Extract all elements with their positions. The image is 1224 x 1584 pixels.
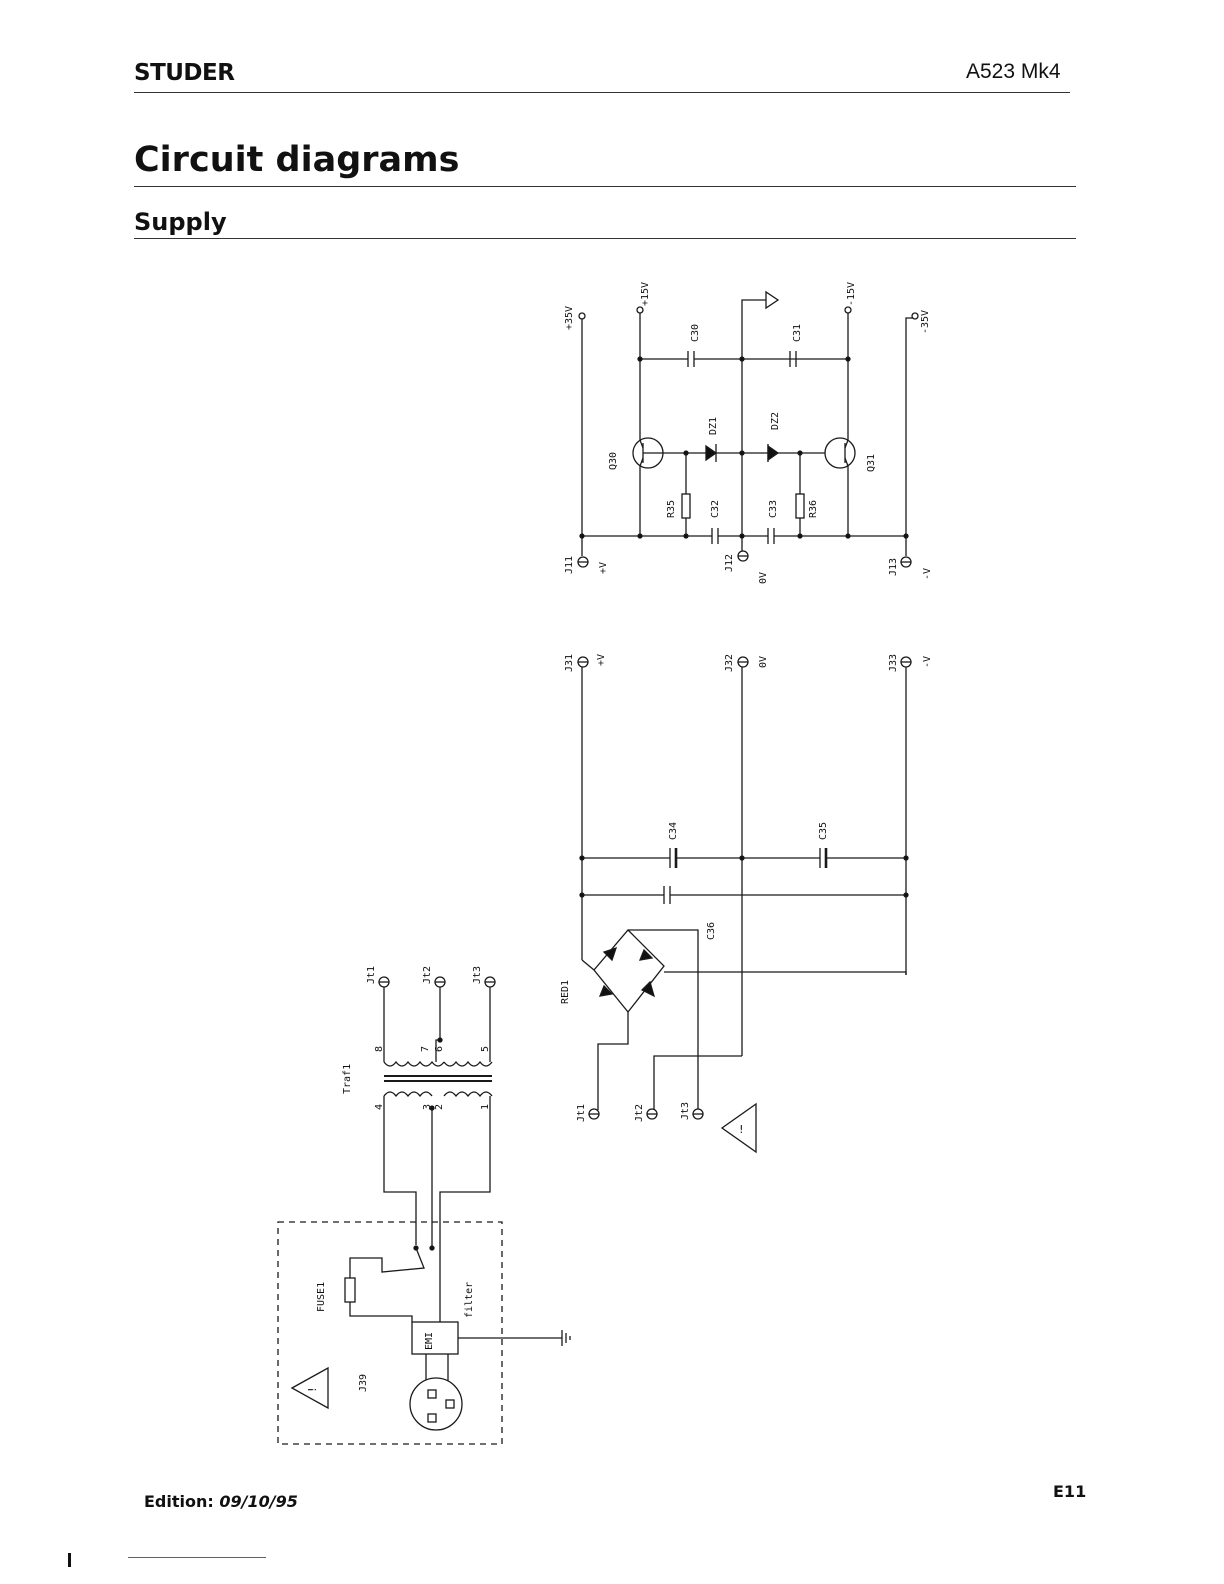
label-dz1: DZ1 xyxy=(708,417,719,435)
warning-icon-mains: ! xyxy=(306,1386,319,1393)
label-jt3-sec: Jt3 xyxy=(472,966,483,984)
label-jt2-in: Jt2 xyxy=(634,1104,645,1122)
footer-link-line xyxy=(128,1557,266,1558)
label-q31: Q31 xyxy=(866,454,877,472)
pin-3: 3 xyxy=(422,1104,433,1110)
label-r36: R36 xyxy=(808,500,819,518)
label-m15: -15V xyxy=(846,282,857,306)
label-j11-pv: +V xyxy=(598,562,609,574)
label-r35: R35 xyxy=(666,500,677,518)
pin-7: 7 xyxy=(420,1046,431,1052)
label-m35: -35V xyxy=(920,310,931,334)
label-q30: Q30 xyxy=(608,452,619,470)
label-emi: EMI xyxy=(424,1332,435,1350)
pin-5: 5 xyxy=(480,1046,491,1052)
label-filter: filter xyxy=(464,1282,475,1318)
label-jt3-in: Jt3 xyxy=(680,1102,691,1120)
edition-label: Edition: xyxy=(144,1492,214,1511)
label-j31-pv: +V xyxy=(596,654,607,666)
label-fuse1: FUSE1 xyxy=(316,1282,327,1312)
label-c36: C36 xyxy=(706,922,717,940)
label-c35: C35 xyxy=(818,822,829,840)
label-j39: J39 xyxy=(358,1374,369,1392)
margin-mark xyxy=(68,1553,71,1567)
pin-2: 2 xyxy=(434,1104,445,1110)
label-c33: C33 xyxy=(768,500,779,518)
label-c32: C32 xyxy=(710,500,721,518)
label-j13: J13 xyxy=(888,558,899,576)
pin-8: 8 xyxy=(374,1046,385,1052)
page-number: E11 xyxy=(1053,1482,1086,1501)
label-j33-mv: -V xyxy=(922,656,933,668)
label-c30: C30 xyxy=(690,324,701,342)
pin-6: 6 xyxy=(434,1046,445,1052)
label-dz2: DZ2 xyxy=(770,412,781,430)
transformer xyxy=(350,977,495,1320)
label-j13-mv: -V xyxy=(922,568,933,580)
regulator-labels: +35V +15V -15V -35V C30 C31 DZ1 DZ2 Q30 … xyxy=(564,282,933,584)
regulator-circuit xyxy=(578,292,918,567)
label-traf1: Traf1 xyxy=(342,1064,353,1094)
label-j33: J33 xyxy=(888,654,899,672)
label-c31: C31 xyxy=(792,324,803,342)
label-j11: J11 xyxy=(564,556,575,574)
label-j31: J31 xyxy=(564,654,575,672)
edition: Edition: 09/10/95 xyxy=(144,1492,298,1511)
label-p15: +15V xyxy=(640,282,651,306)
label-j12-zv: 0V xyxy=(758,572,769,584)
label-jt1-sec: Jt1 xyxy=(366,966,377,984)
label-jt2-sec: Jt2 xyxy=(422,966,433,984)
edition-date: 09/10/95 xyxy=(219,1492,297,1511)
label-jt1-in: Jt1 xyxy=(576,1104,587,1122)
pin-4: 4 xyxy=(374,1104,385,1110)
transformer-labels: Jt1 Jt2 Jt3 Traf1 8 7 6 5 4 3 2 1 xyxy=(342,966,491,1110)
rectifier-circuit xyxy=(578,657,911,1152)
label-p35: +35V xyxy=(564,306,575,330)
label-c34: C34 xyxy=(668,822,679,840)
warning-icon: ! xyxy=(738,1123,745,1136)
label-red1: RED1 xyxy=(560,980,571,1004)
label-j32-zv: 0V xyxy=(758,656,769,668)
pin-1: 1 xyxy=(480,1104,491,1110)
label-j32: J32 xyxy=(724,654,735,672)
label-j12: J12 xyxy=(724,554,735,572)
